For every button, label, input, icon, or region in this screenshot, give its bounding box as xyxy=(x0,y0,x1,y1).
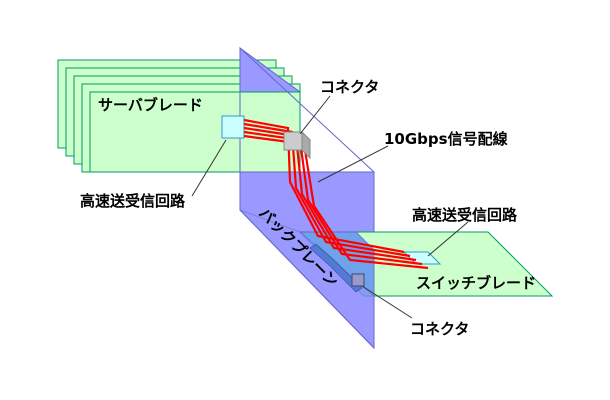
connector-bottom-block xyxy=(309,243,365,293)
signal-line-2 xyxy=(243,122,411,258)
connector-bottom-label: コネクタ xyxy=(410,320,469,338)
leader-hs-circuit-right xyxy=(427,221,469,257)
signal-wiring-label: 10Gbps信号配線 xyxy=(384,130,508,148)
signal-line-1 xyxy=(243,118,405,254)
hs-circuit-left-label: 高速送受信回路 xyxy=(80,192,186,210)
connector-top-side xyxy=(301,130,311,160)
server-blade-label: サーバブレード xyxy=(98,96,203,114)
hs-circuit-right-label: 高速送受信回路 xyxy=(412,206,518,224)
leader-lines xyxy=(191,95,469,319)
backplane-bottom-rim xyxy=(239,209,375,350)
signal-line-4 xyxy=(243,130,423,266)
server-blade xyxy=(89,91,301,173)
server-hs-chip xyxy=(221,115,245,139)
leader-connector-top xyxy=(299,95,331,135)
leader-signal-wiring xyxy=(317,145,389,183)
connector-top-label: コネクタ xyxy=(320,78,379,96)
leader-hs-circuit-left xyxy=(191,139,227,197)
connector-bottom-strip xyxy=(309,243,363,293)
leader-connector-bottom xyxy=(361,285,413,319)
connector-top-block xyxy=(282,130,312,160)
signal-line-3 xyxy=(243,126,417,262)
connector-top-front xyxy=(283,131,303,151)
connector-bottom-box xyxy=(351,273,365,287)
switch-blade-label: スイッチブレード xyxy=(416,274,536,292)
